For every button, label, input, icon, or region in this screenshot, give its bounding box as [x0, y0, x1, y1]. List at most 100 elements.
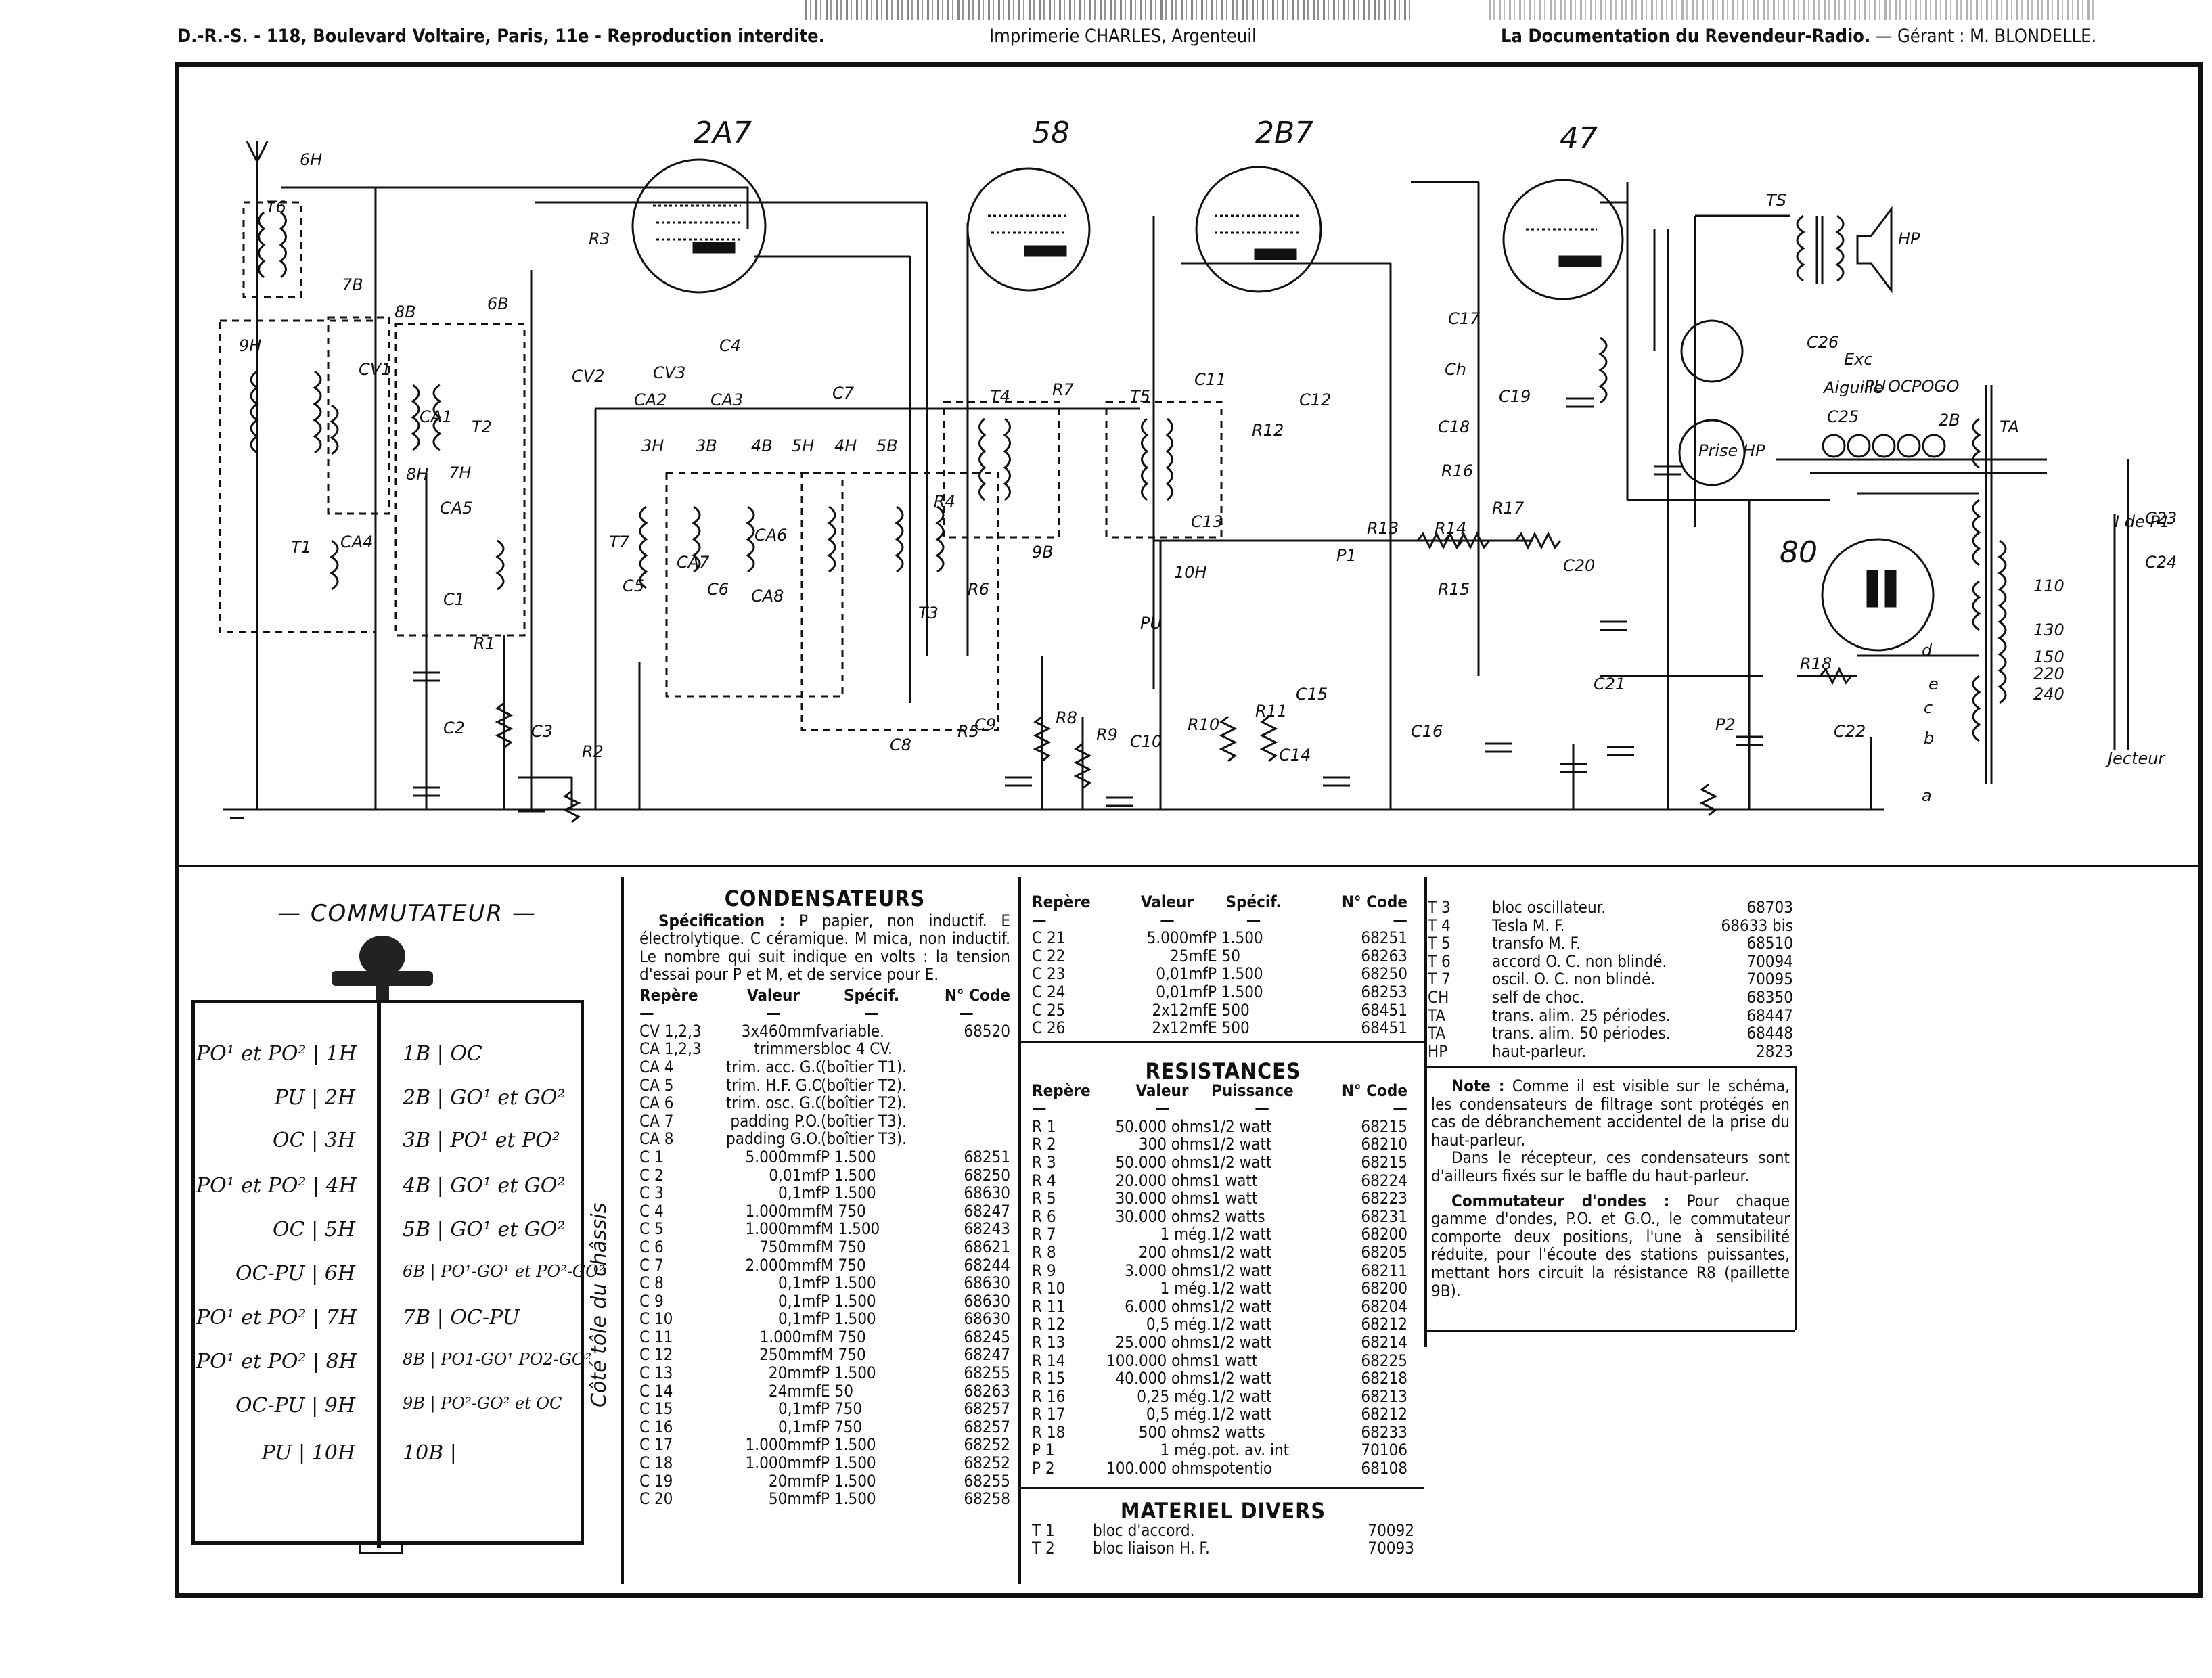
table-cell: 70092 [1368, 1521, 1414, 1540]
table-cell: P 1.500 [821, 1148, 876, 1166]
table-cell: Tesla M. F. [1492, 916, 1565, 935]
voltage-tap-label: 110 [2033, 576, 2064, 595]
component-label: C14 [1279, 746, 1311, 765]
table-cell: M 750 [821, 1328, 866, 1346]
column-divider [1424, 877, 1427, 1347]
voltage-tap-label: 220 [2033, 664, 2064, 683]
component-label: C10 [1130, 732, 1162, 751]
component-label: T5 [1130, 387, 1150, 406]
table-cell: 3x460mmf [741, 1022, 821, 1041]
table-cell: bloc liaison H. F. [1093, 1539, 1210, 1558]
table-cell: 2 watts [1211, 1207, 1265, 1226]
table-cell: oscil. O. C. non blindé. [1492, 970, 1656, 989]
table-cell: 68621 [964, 1238, 1010, 1256]
component-label: C11 [1194, 370, 1226, 389]
table-cell: P 1.500 [821, 1436, 876, 1455]
table-cell [922, 1040, 1010, 1058]
table-cell: 0,1mf [778, 1310, 821, 1328]
table-cell: 68630 [964, 1184, 1010, 1202]
table-cell: 68247 [964, 1346, 1010, 1365]
switch-label: 7B [342, 275, 363, 294]
table-cell: 50.000 ohms [1115, 1153, 1211, 1172]
table-cell: C 25 [1032, 1001, 1066, 1020]
table-cell: E 50 [1208, 947, 1240, 966]
table-cell: 1/2 watt [1211, 1117, 1272, 1136]
print-grain [1489, 0, 2098, 20]
switch-label: PO [1912, 377, 1934, 396]
table-cell: CA 8 [639, 1130, 674, 1148]
table-cell: bloc oscillateur. [1492, 899, 1606, 917]
component-label: Aiguille [1822, 378, 1883, 397]
table-cell: P 1.500 [821, 1364, 876, 1382]
table-cell: 0,01mf [1156, 982, 1208, 1001]
table-cell: P 1.500 [821, 1454, 876, 1472]
table-cell: 68223 [1361, 1189, 1407, 1208]
component-label: Jecteur [2105, 749, 2166, 768]
table-cell: C 4 [639, 1202, 664, 1221]
component-label: C7 [832, 384, 855, 403]
table-cell: 68212 [1361, 1405, 1407, 1424]
table-cell: trans. alim. 50 périodes. [1492, 1024, 1671, 1043]
row-divider [1426, 1330, 1795, 1332]
table-cell: 30.000 ohms [1115, 1207, 1211, 1226]
table-cell: R 17 [1032, 1405, 1066, 1424]
table-cell: 1 még. [1160, 1225, 1211, 1244]
table-cell: 100.000 ohms [1106, 1459, 1211, 1478]
component-label: CA4 [340, 532, 373, 551]
pin-label: d [1922, 641, 1933, 660]
row-divider [1426, 1066, 1795, 1068]
table-cell: 5.000mmf [745, 1148, 821, 1166]
component-label: C26 [1807, 333, 1838, 352]
table-cell: P 750 [821, 1400, 863, 1418]
table-cell: R 10 [1032, 1279, 1066, 1298]
component-label: Prise HP [1698, 441, 1765, 460]
switch-position-right: 1B | OC [403, 1042, 482, 1066]
table-cell: 68520 [964, 1022, 1010, 1041]
table-cell: 68630 [964, 1310, 1010, 1328]
table-cell: P 1.500 [821, 1490, 876, 1508]
switch-position-left: PO¹ et PO² | 8H [196, 1350, 357, 1374]
table-cell: 68263 [964, 1382, 1010, 1401]
table-cell: T 1 [1032, 1521, 1055, 1540]
pin-label: b [1924, 729, 1934, 748]
switch-position-left: OC | 5H [273, 1218, 355, 1242]
table-cell: 68510 [1746, 934, 1793, 953]
component-label: C15 [1296, 685, 1328, 704]
commutateur-title: — COMMUTATEUR — [277, 900, 537, 927]
tube-label: 2B7 [1255, 116, 1313, 150]
component-label: C13 [1191, 512, 1223, 531]
component-label: R8 [1056, 708, 1077, 727]
switch-position-left: OC-PU | 9H [235, 1394, 355, 1418]
component-label: TA [2000, 417, 2019, 436]
table-cell: 68245 [964, 1328, 1010, 1346]
switch-label: 5H [792, 436, 814, 455]
row-divider [1020, 1487, 1424, 1489]
component-label: R12 [1252, 421, 1284, 440]
table-cell: 20mmf [768, 1364, 821, 1382]
table-cell: 1/2 watt [1211, 1297, 1272, 1316]
table-cell: 68214 [1361, 1333, 1407, 1352]
table-cell: 0,5 még. [1146, 1315, 1211, 1334]
table-cell: 250mmf [759, 1346, 821, 1365]
table-cell: 68247 [964, 1202, 1010, 1221]
table-cell: 68251 [1361, 929, 1407, 947]
switch-label: 9H [239, 336, 261, 355]
component-label: TS [1766, 191, 1786, 210]
table-cell: C 11 [639, 1328, 673, 1346]
table-cell: 68263 [1361, 947, 1407, 966]
switch-position-right: 2B | GO¹ et GO² [403, 1086, 566, 1110]
table-cell: 2x12mf [1152, 1001, 1208, 1020]
